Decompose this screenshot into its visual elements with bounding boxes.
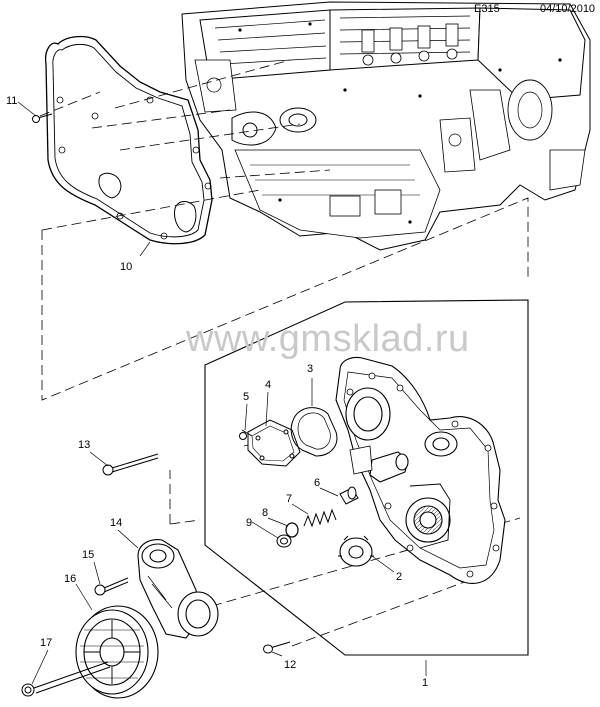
callout-11: 11 xyxy=(6,95,18,107)
diagram-date: 04/10/2010 xyxy=(540,3,596,15)
callout-15: 15 xyxy=(82,549,95,561)
crankshaft-pulley xyxy=(75,605,159,699)
callout-4: 4 xyxy=(265,379,272,391)
callout-14: 14 xyxy=(110,517,123,529)
callout-6: 6 xyxy=(314,477,321,489)
callout-1: 1 xyxy=(422,677,429,689)
bolt-15 xyxy=(94,577,129,596)
screw-5 xyxy=(239,429,253,440)
watermark-text: www.gmsklad.ru xyxy=(186,318,470,360)
callout-5: 5 xyxy=(243,391,250,403)
callout-10: 10 xyxy=(120,261,133,273)
pump-cover-plate xyxy=(247,419,301,467)
callout-9: 9 xyxy=(246,517,253,529)
bolt-12 xyxy=(263,641,291,654)
callout-2: 2 xyxy=(396,571,403,583)
pump-gasket xyxy=(290,407,338,457)
callout-12: 12 xyxy=(284,659,297,671)
engine-block xyxy=(181,1,591,251)
belt-tensioner xyxy=(137,539,219,639)
front-cover-gasket xyxy=(44,35,213,245)
bolt-13 xyxy=(102,453,159,476)
callout-16: 16 xyxy=(64,573,77,585)
assembly-boundary xyxy=(204,299,529,656)
diagram-code: E315 xyxy=(474,3,500,15)
front-cover xyxy=(335,356,506,584)
bolt-17 xyxy=(21,661,111,697)
o-ring xyxy=(285,522,299,538)
callout-8: 8 xyxy=(262,507,269,519)
bolt-11 xyxy=(32,113,53,123)
plug xyxy=(276,534,292,548)
callout-13: 13 xyxy=(78,439,91,451)
callout-7: 7 xyxy=(286,493,293,505)
drive-gear xyxy=(338,535,374,567)
valve-spring xyxy=(303,508,337,528)
callout-leaders xyxy=(17,101,427,685)
relief-valve xyxy=(339,486,359,505)
callout-17: 17 xyxy=(40,637,53,649)
callout-3: 3 xyxy=(307,363,314,375)
